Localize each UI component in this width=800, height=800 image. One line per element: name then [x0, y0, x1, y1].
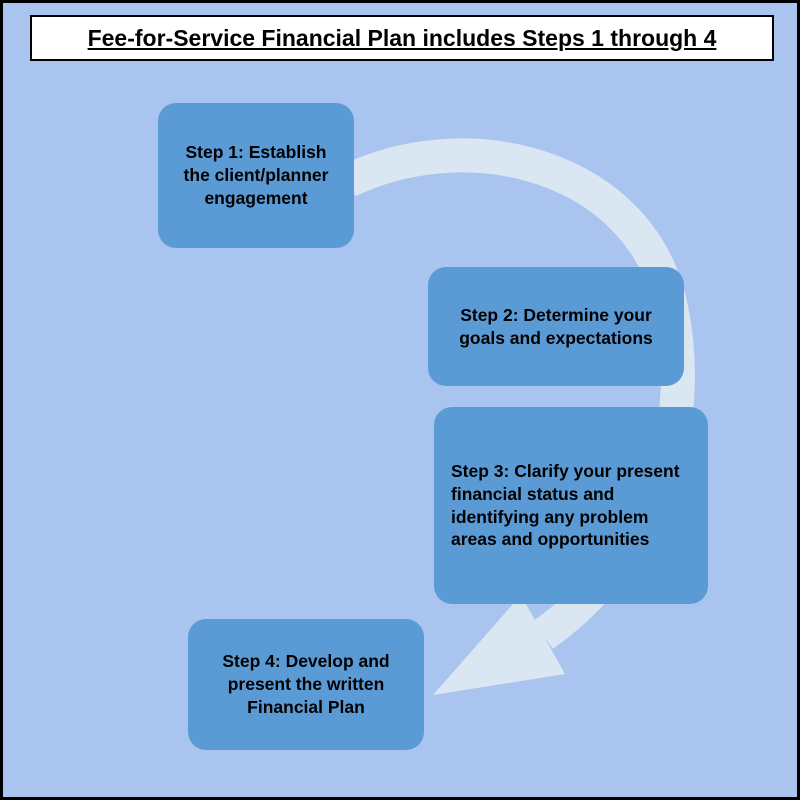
step-2-box: Step 2: Determine your goals and expecta… — [428, 267, 684, 386]
step-1-label: Step 1: Establish the client/planner eng… — [183, 142, 329, 208]
step-3-box: Step 3: Clarify your present financial s… — [434, 407, 708, 604]
step-3-label: Step 3: Clarify your present financial s… — [451, 461, 680, 550]
step-4-box: Step 4: Develop and present the written … — [188, 619, 424, 750]
step-4-label: Step 4: Develop and present the written … — [222, 651, 390, 717]
step-1-box: Step 1: Establish the client/planner eng… — [158, 103, 354, 248]
diagram-title: Fee-for-Service Financial Plan includes … — [87, 24, 717, 51]
step-2-label: Step 2: Determine your goals and expecta… — [459, 304, 653, 348]
title-bar: Fee-for-Service Financial Plan includes … — [30, 15, 774, 61]
arrow-head-icon — [433, 595, 565, 695]
